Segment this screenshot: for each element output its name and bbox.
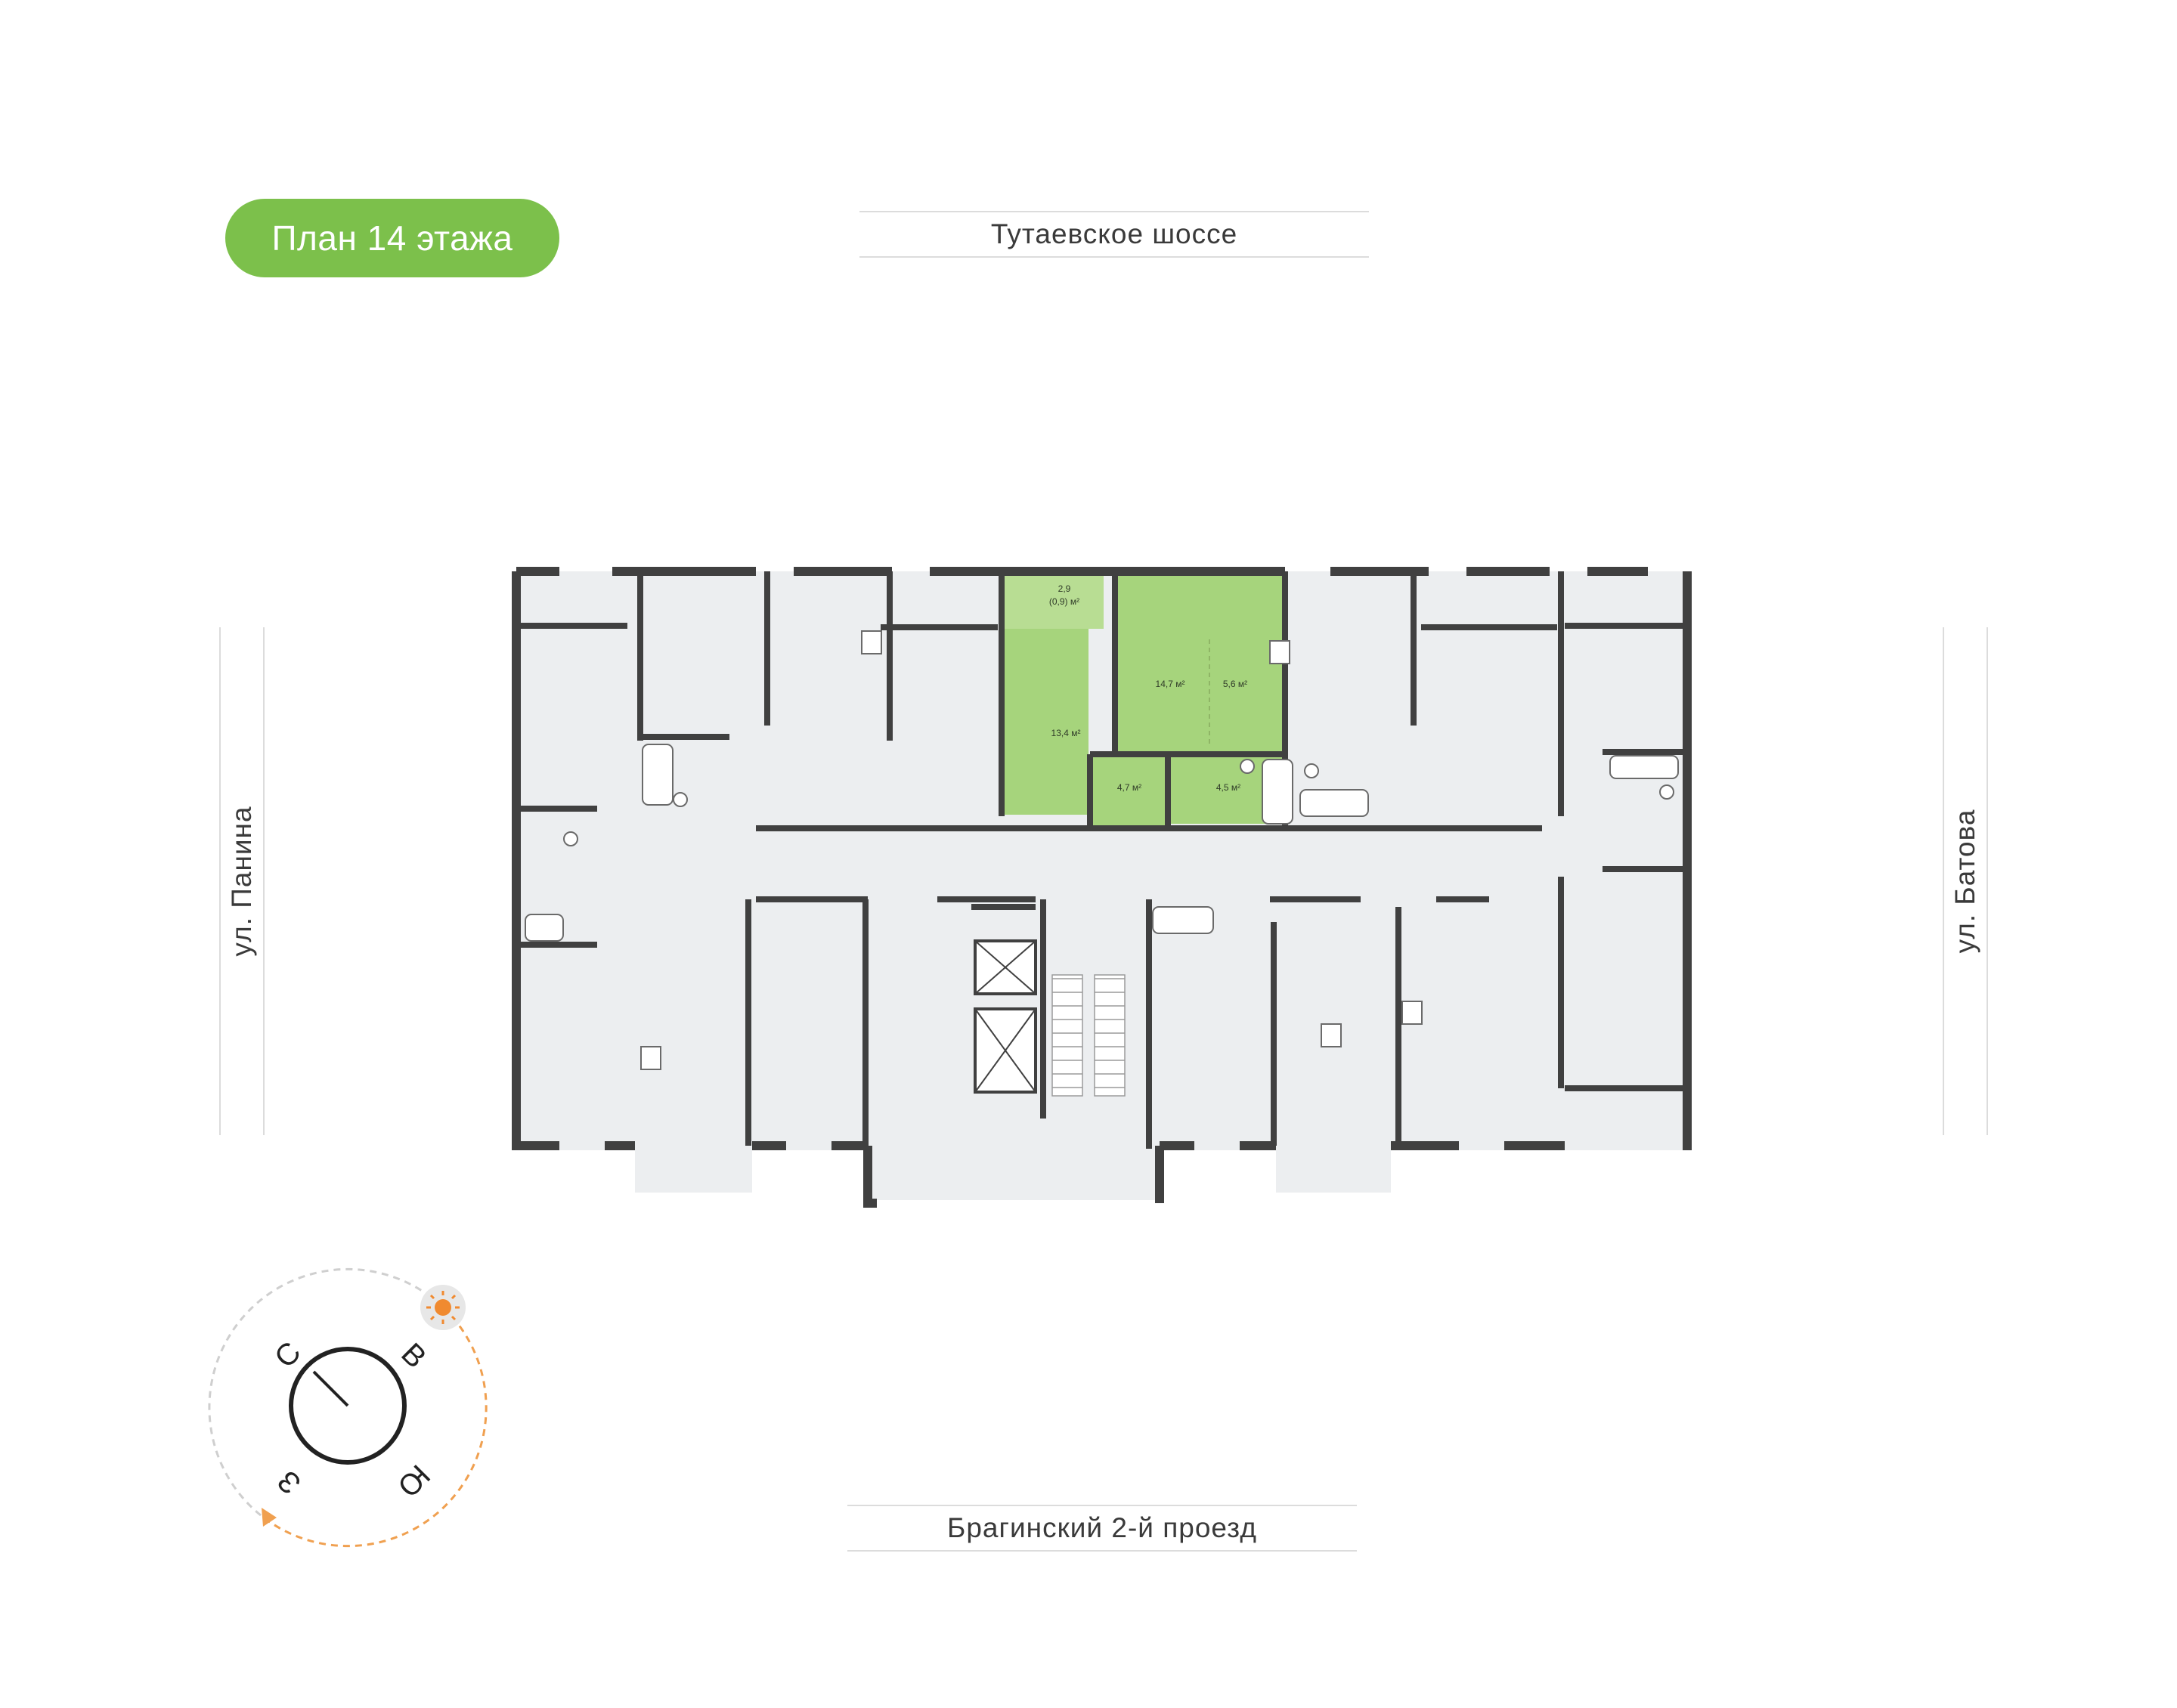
street-left: ул. Панина	[219, 627, 265, 1135]
sun-icon	[420, 1285, 466, 1330]
kitchen-stoves	[640, 630, 1423, 1070]
building-body	[516, 571, 1690, 1200]
staircase	[1051, 974, 1126, 1097]
street-bottom-label: Брагинский 2-й проезд	[947, 1512, 1257, 1543]
compass-east: В	[395, 1337, 432, 1375]
street-right: ул. Батова	[1943, 627, 1988, 1135]
compass-south: Ю	[391, 1458, 436, 1503]
room-label-bath: 4,5 м²	[1216, 782, 1240, 793]
compass: С В Ю З	[208, 1267, 488, 1548]
highlighted-apartment[interactable]	[1002, 576, 1285, 828]
room-label-hall: 4,7 м²	[1117, 782, 1141, 793]
compass-north: С	[268, 1335, 308, 1375]
room-label-room: 13,4 м²	[1051, 728, 1081, 738]
room-label-balcony: 2,9	[1058, 583, 1071, 594]
compass-dial-icon	[289, 1347, 407, 1465]
outer-walls	[512, 567, 1692, 1208]
street-top: Тутаевское шоссе	[859, 211, 1369, 258]
room-label-kitchen: 5,6 м²	[1223, 679, 1247, 689]
compass-west: З	[271, 1464, 308, 1500]
room-label-balcony-sub: (0,9) м²	[1049, 596, 1079, 607]
bath-fixtures	[525, 744, 1679, 942]
street-bottom: Брагинский 2-й проезд	[847, 1505, 1357, 1552]
room-labels: 2,9 (0,9) м² 13,4 м² 14,7 м² 5,6 м² 4,7 …	[1049, 583, 1247, 793]
elevator-shafts	[974, 939, 1037, 1094]
sun-path-arrow-icon	[262, 1508, 277, 1527]
floor-label-badge: План 14 этажа	[225, 199, 559, 277]
compass-needle-icon	[312, 1370, 349, 1407]
room-label-living: 14,7 м²	[1156, 679, 1185, 689]
street-top-label: Тутаевское шоссе	[990, 218, 1238, 249]
